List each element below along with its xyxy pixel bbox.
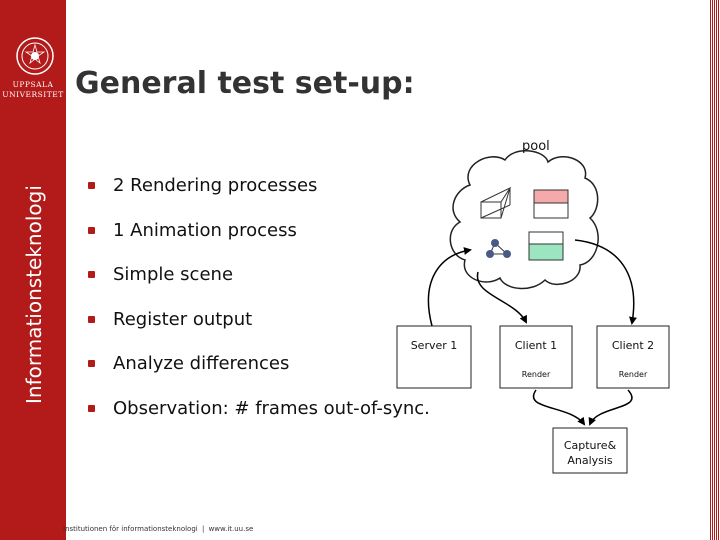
bullet-list: 2 Rendering processes 1 Animation proces… [88, 168, 430, 435]
bullet-item: Register output [88, 302, 430, 347]
university-name-line2: UNIVERSITET [2, 90, 64, 99]
arrow-client2-to-capture [588, 389, 633, 426]
capture-label-line2: Analysis [567, 454, 613, 467]
footer-website-link[interactable]: www.it.uu.se [208, 525, 254, 533]
pool-label: pool [522, 139, 550, 154]
pool-cloud [449, 150, 599, 290]
arrow-client1-to-capture [532, 389, 586, 426]
client1-box [499, 325, 573, 389]
bullet-item: 2 Rendering processes [88, 168, 430, 213]
bullet-item: Observation: # frames out-of-sync. [88, 391, 430, 436]
server-label: Server 1 [411, 339, 458, 352]
server-box [396, 325, 472, 389]
client2-label: Client 2 [612, 339, 654, 352]
bullet-item: Analyze differences [88, 346, 430, 391]
client1-label: Client 1 [515, 339, 557, 352]
client2-sub: Render [619, 370, 648, 379]
camera-frustum-icon [480, 186, 512, 219]
decorative-hatch-border [710, 0, 720, 540]
arrow-server-to-pool [427, 247, 472, 327]
slide-title: General test set-up: [75, 66, 415, 101]
footer: Institutionen för informationsteknologi … [63, 525, 253, 533]
sidebar: UPPSALA UNIVERSITET Informationsteknolog… [0, 0, 66, 540]
framebuffer-pink [533, 189, 569, 219]
scene-graph-icon [486, 239, 511, 258]
capture-label-line1: Capture& [564, 439, 617, 452]
bullet-item: 1 Animation process [88, 213, 430, 258]
university-name-line1: UPPSALA [12, 80, 54, 89]
arrow-pool-to-client2 [574, 239, 637, 325]
client1-sub: Render [522, 370, 551, 379]
framebuffer-green [528, 231, 564, 261]
bullet-item: Simple scene [88, 257, 430, 302]
arrow-pool-to-client1 [476, 271, 527, 324]
footer-department: Institutionen för informationsteknologi [63, 525, 198, 533]
capture-box [552, 427, 628, 474]
university-seal-icon [16, 37, 54, 75]
footer-separator: | [201, 525, 205, 533]
client2-box [596, 325, 670, 389]
